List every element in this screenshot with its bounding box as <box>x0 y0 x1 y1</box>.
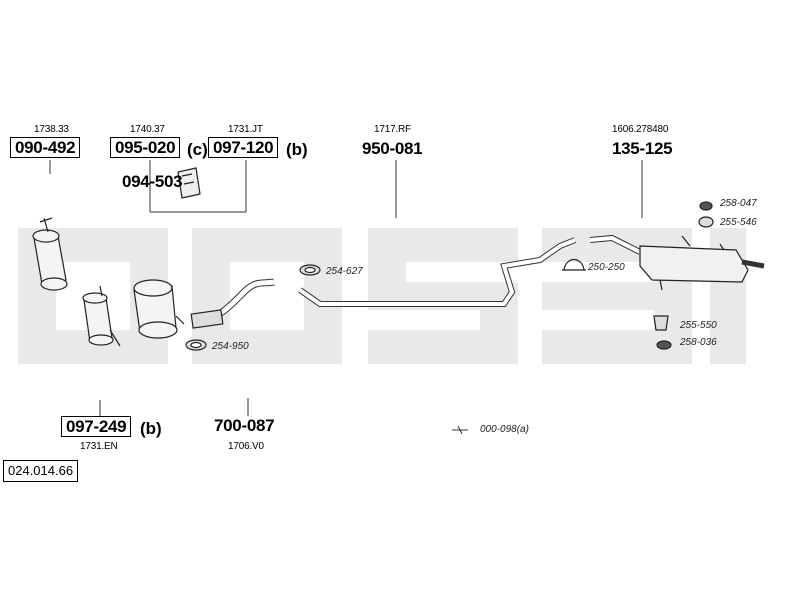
part-number[interactable]: 090-492 <box>10 137 81 158</box>
particle-filter-icon <box>82 285 121 347</box>
part-ref: 1606.278480 <box>612 124 669 135</box>
diesel-filter-icon <box>133 279 185 339</box>
part-ref: 1717.RF <box>374 124 411 135</box>
part-number[interactable]: 950-081 <box>362 139 423 158</box>
callout-label: 255-546 <box>720 217 757 228</box>
diagram-reference: 024.014.66 <box>3 460 79 482</box>
part-ref: 1731.JT <box>228 124 263 135</box>
part-ref: 1740.37 <box>130 124 165 135</box>
rubber-mount-icon <box>653 201 714 350</box>
part-number[interactable]: 097-120 <box>208 137 279 158</box>
fitting-icon <box>452 425 468 435</box>
callout-label: 254-627 <box>326 266 363 277</box>
callout-label: 258-036 <box>680 337 717 348</box>
callout-label: 000-098(a) <box>480 424 529 435</box>
part-number[interactable]: 094-503 <box>122 172 183 191</box>
part-number[interactable]: 700-087 <box>214 416 275 435</box>
part-ref: 1706.V0 <box>228 441 264 452</box>
middle-pipe-icon <box>298 237 577 307</box>
rear-silencer-icon <box>589 234 765 291</box>
part-ref: 1731.EN <box>80 441 118 452</box>
clamp-icon <box>185 339 207 351</box>
part-number[interactable]: 097-249 <box>61 416 132 437</box>
part-number[interactable]: 095-020 <box>110 137 181 158</box>
leader-lines <box>49 160 643 416</box>
catalytic-converter-icon <box>32 217 68 291</box>
clamp-icon <box>562 258 586 271</box>
part-ref: 1738.33 <box>34 124 69 135</box>
callout-label: 258-047 <box>720 198 757 209</box>
bracket-icon <box>177 167 201 199</box>
callout-label: 254-950 <box>212 341 249 352</box>
clamp-icon <box>299 264 321 276</box>
part-suffix: (c) <box>187 140 208 159</box>
callout-label: 255-550 <box>680 320 717 331</box>
front-pipe-icon <box>190 278 275 329</box>
part-suffix: (b) <box>286 140 308 159</box>
callout-label: 250-250 <box>588 262 625 273</box>
part-suffix: (b) <box>140 419 162 438</box>
part-number[interactable]: 135-125 <box>612 139 673 158</box>
